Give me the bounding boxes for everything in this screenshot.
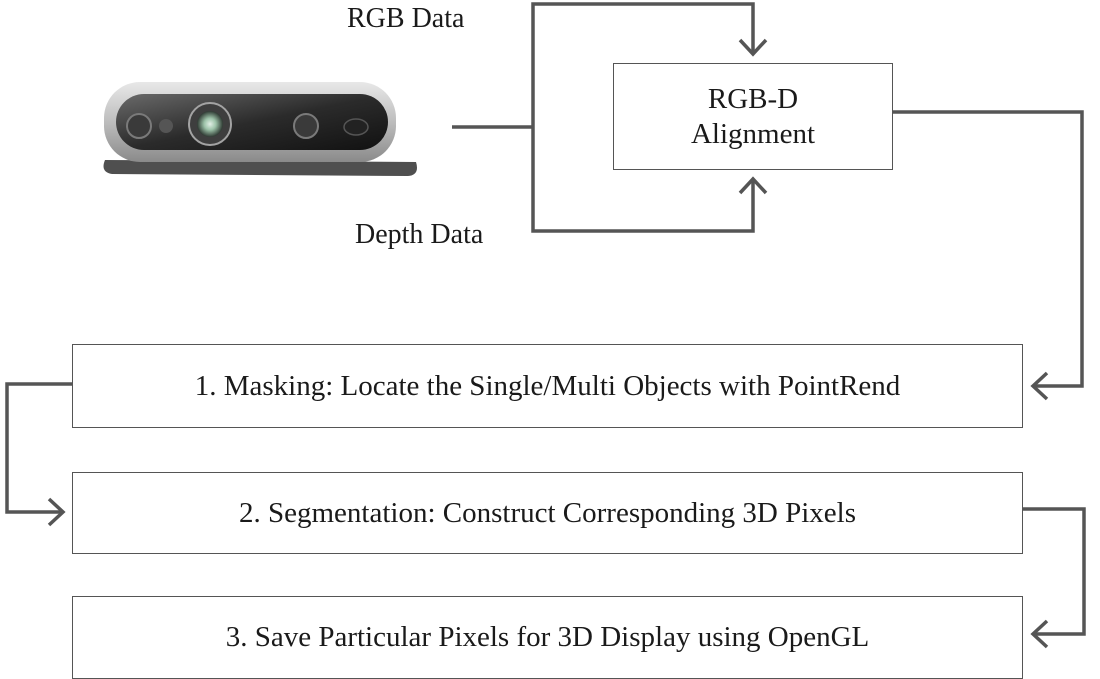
depth-data-connector <box>531 127 755 233</box>
step-segmentation-label: 2. Segmentation: Construct Corresponding… <box>238 496 856 529</box>
depth-data-label: Depth Data <box>355 219 484 250</box>
rgb-data-connector <box>531 2 755 127</box>
step-save-pixels-box: 3. Save Particular Pixels for 3D Display… <box>72 596 1023 679</box>
step2-to-step3-connector <box>1023 507 1086 636</box>
step-masking-label: 1. Masking: Locate the Single/Multi Obje… <box>194 369 901 402</box>
rgbd-alignment-box: RGB-D Alignment <box>613 63 893 170</box>
step1-arrowhead <box>1030 371 1049 401</box>
alignment-title-line1: RGB-D <box>707 82 799 115</box>
step2-arrowhead <box>47 497 66 527</box>
step3-arrowhead <box>1030 619 1049 649</box>
rgb-data-label: RGB Data <box>347 3 465 34</box>
depth-camera-icon <box>103 82 417 176</box>
alignment-to-step1-connector <box>893 110 1084 388</box>
step1-to-step2-connector <box>5 382 72 514</box>
step-masking-box: 1. Masking: Locate the Single/Multi Obje… <box>72 344 1023 428</box>
step-save-pixels-label: 3. Save Particular Pixels for 3D Display… <box>225 621 870 654</box>
depth-arrowhead <box>738 176 768 195</box>
alignment-title-line2: Alignment <box>690 117 816 150</box>
step-segmentation-box: 2. Segmentation: Construct Corresponding… <box>72 472 1023 554</box>
rgb-arrowhead <box>738 38 768 57</box>
